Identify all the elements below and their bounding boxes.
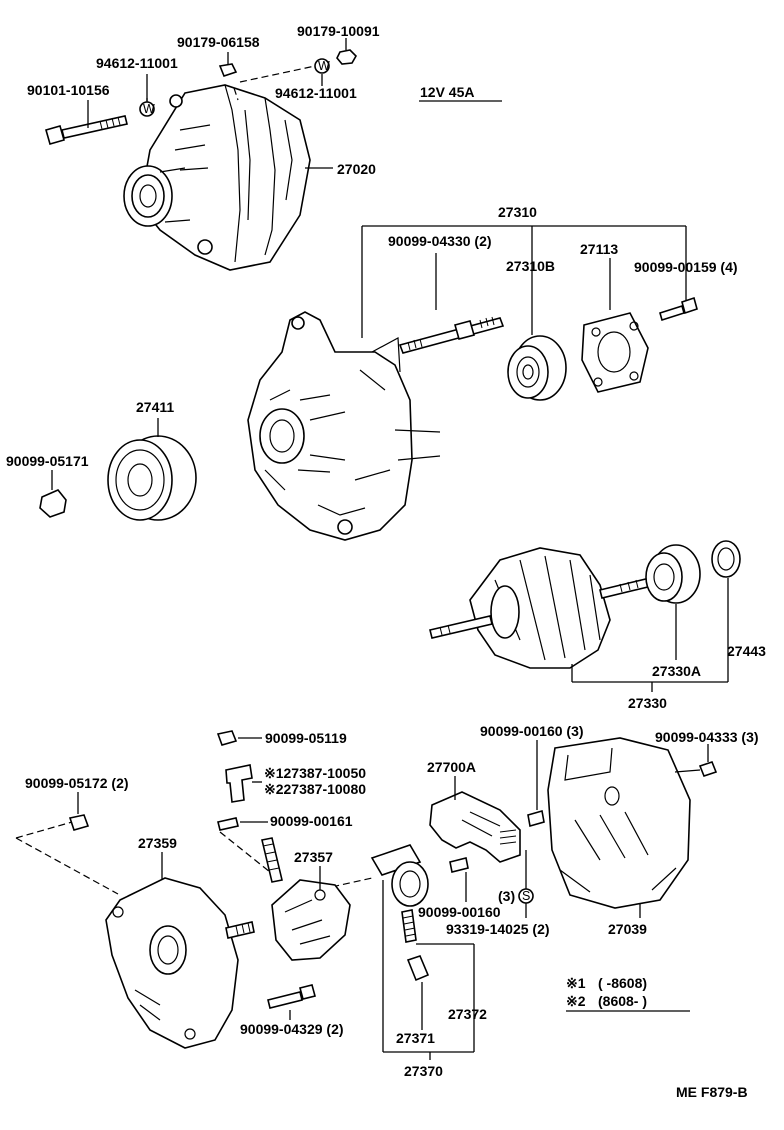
alternator-assembly-illustration — [123, 84, 311, 271]
insulator-27387-illustration — [225, 764, 253, 803]
nut-icon — [698, 761, 718, 777]
label-27310B: 27310B — [506, 258, 555, 274]
stud-bolt-illustration — [398, 316, 505, 354]
label-27330A: 27330A — [652, 663, 701, 679]
pulley-27411-illustration — [107, 435, 197, 521]
label-27357: 27357 — [294, 849, 333, 865]
rectifier-27357-illustration — [261, 837, 351, 961]
legend-range-2: (8608- ) — [598, 993, 647, 1009]
label-90099-05119: 90099-05119 — [265, 730, 347, 746]
label-90099-00161: 90099-00161 — [270, 813, 353, 829]
bolt-90099-04329-illustration — [267, 984, 316, 1009]
label-27370: 27370 — [404, 1063, 443, 1079]
washer-s-mark: S — [522, 889, 530, 903]
legend-mark-2: ※2 — [566, 993, 586, 1009]
bracket-27310-tree — [361, 225, 687, 338]
leader — [674, 769, 701, 773]
label-93319-14025: 93319-14025 (2) — [446, 921, 550, 937]
assembly-dash-line — [233, 65, 316, 101]
bearing-27330A-illustration — [645, 544, 701, 604]
washer-w-mark: W — [318, 59, 330, 73]
rear-end-frame-27359-illustration — [105, 877, 255, 1049]
bolt-90101-10156-illustration — [45, 115, 128, 145]
label-27359: 27359 — [138, 835, 177, 851]
label-90101-10156: 90101-10156 — [27, 82, 110, 98]
date-legend: ※1 ( -8608) ※2 (8608- ) — [566, 975, 690, 1012]
nut-icon — [68, 814, 90, 831]
label-90099-04333: 90099-04333 (3) — [655, 729, 759, 745]
label-27020: 27020 — [337, 161, 376, 177]
bearing-27310B-illustration — [507, 335, 567, 401]
washer-w-mark: W — [143, 102, 155, 116]
nut-icon — [336, 49, 357, 65]
label-27387-10050: ※127387-10050 — [264, 765, 366, 781]
label-27372: 27372 — [448, 1006, 487, 1022]
label-90099-00159: 90099-00159 (4) — [634, 259, 738, 275]
retainer-plate-27113-illustration — [581, 312, 649, 393]
nut-icon — [216, 730, 238, 746]
washer-w-icon — [314, 58, 330, 74]
label-27411: 27411 — [136, 399, 174, 415]
regulator-27700A-illustration — [429, 791, 521, 863]
label-90099-00160: 90099-00160 — [418, 904, 501, 920]
screw-90099-00159-illustration — [659, 296, 698, 322]
figure-code: ME F879-B — [676, 1084, 748, 1100]
nut-icon — [218, 63, 238, 77]
label-90179-10091: 90179-10091 — [297, 23, 380, 39]
label-count-3: (3) — [498, 888, 515, 904]
washer-w-icon — [139, 101, 155, 117]
label-27387-10080: ※227387-10080 — [264, 781, 366, 797]
rotor-27330-illustration — [429, 547, 653, 669]
label-94612-11001-right: 94612-11001 — [275, 85, 357, 101]
label-90099-04329: 90099-04329 (2) — [240, 1021, 344, 1037]
label-90099-04330: 90099-04330 (2) — [388, 233, 492, 249]
label-27371: 27371 — [396, 1030, 435, 1046]
label-27330: 27330 — [628, 695, 667, 711]
bracket-27330-tree — [571, 578, 729, 683]
screw-icon — [449, 857, 469, 873]
cover-27443-illustration — [711, 540, 741, 578]
spec-label: 12V 45A — [420, 84, 474, 100]
brush-holder-27370-illustration — [370, 844, 430, 982]
assembly-dash-line — [15, 821, 281, 895]
screw-icon — [217, 817, 239, 831]
label-94612-11001-left: 94612-11001 — [96, 55, 178, 71]
legend-mark-1: ※1 — [566, 975, 586, 991]
label-27700A: 27700A — [427, 759, 476, 775]
label-27310: 27310 — [498, 204, 537, 220]
bracket-27370-tree — [382, 880, 475, 1060]
label-90099-05172: 90099-05172 (2) — [25, 775, 129, 791]
drive-end-frame-illustration — [247, 311, 441, 541]
label-27113: 27113 — [580, 241, 618, 257]
label-27039: 27039 — [608, 921, 647, 937]
rear-cover-27039-illustration — [547, 737, 691, 909]
label-90099-00160-3: 90099-00160 (3) — [480, 723, 584, 739]
label-90099-05171: 90099-05171 — [6, 453, 89, 469]
label-27443: 27443 — [727, 643, 766, 659]
label-90179-06158: 90179-06158 — [177, 34, 260, 50]
screw-icon — [527, 809, 545, 828]
legend-range-1: ( -8608) — [598, 975, 647, 991]
nut-icon — [39, 489, 67, 518]
